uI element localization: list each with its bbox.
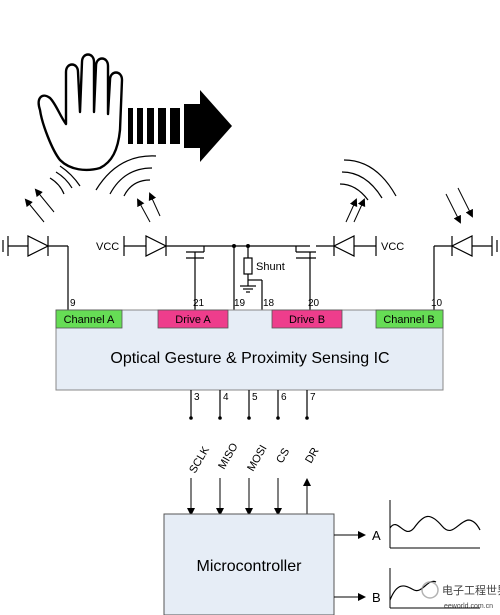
pin-5: 5 bbox=[252, 392, 258, 403]
pin-4: 4 bbox=[223, 392, 229, 403]
ic-title: Optical Gesture & Proximity Sensing IC bbox=[110, 350, 389, 367]
miso-label: MISO bbox=[216, 441, 241, 472]
pin-19: 19 bbox=[234, 298, 246, 309]
drive-b-transistor bbox=[295, 245, 334, 310]
watermark-site: eeworld.com.cn bbox=[444, 603, 493, 610]
light-rays bbox=[24, 187, 473, 224]
led-b bbox=[332, 235, 377, 257]
sclk-label: SCLK bbox=[187, 444, 212, 475]
drive-b-block bbox=[271, 309, 343, 329]
mosi-label: MOSI bbox=[245, 443, 269, 473]
shunt-network bbox=[232, 244, 310, 310]
channel-a-label: Channel A bbox=[64, 314, 115, 326]
led-a bbox=[123, 235, 186, 257]
dr-label: DR bbox=[303, 446, 321, 466]
drive-b-label: Drive B bbox=[289, 314, 325, 326]
output-b-label: B bbox=[372, 590, 381, 605]
pin-9: 9 bbox=[70, 298, 76, 309]
channel-a-block bbox=[55, 309, 123, 329]
pin-7: 7 bbox=[310, 392, 316, 403]
mcu-label: Microcontroller bbox=[197, 558, 303, 575]
pin-10: 10 bbox=[431, 298, 443, 309]
drive-a-label: Drive A bbox=[175, 314, 211, 326]
watermark-text: 电子工程世界 bbox=[442, 584, 500, 597]
microcontroller: Microcontroller bbox=[163, 513, 335, 615]
vcc-label-right: VCC bbox=[381, 241, 404, 253]
pin-21: 21 bbox=[193, 298, 205, 309]
channel-b-label: Channel B bbox=[383, 314, 434, 326]
output-a-label: A bbox=[372, 528, 381, 543]
pin-18: 18 bbox=[263, 298, 275, 309]
drive-a-transistor bbox=[186, 245, 234, 310]
channel-b-block bbox=[375, 309, 444, 329]
photodiode-a bbox=[2, 235, 69, 310]
cs-label: CS bbox=[274, 446, 292, 465]
vcc-label-left: VCC bbox=[96, 241, 119, 253]
photodiode-b bbox=[433, 235, 498, 310]
pin-6: 6 bbox=[281, 392, 287, 403]
drive-a-block bbox=[157, 309, 229, 329]
hand-icon bbox=[37, 53, 124, 172]
shunt-label: Shunt bbox=[256, 261, 285, 273]
pin-20: 20 bbox=[308, 298, 320, 309]
pin-3: 3 bbox=[194, 392, 200, 403]
sensing-ic: Channel A Drive A Drive B Channel B Opti… bbox=[55, 309, 444, 391]
output-a: A bbox=[334, 500, 481, 549]
light-wave-icons bbox=[49, 155, 397, 201]
watermark: 电子工程世界 eeworld.com.cn bbox=[421, 581, 500, 610]
spi-bus bbox=[187, 390, 311, 516]
motion-arrow-icon bbox=[128, 90, 232, 162]
